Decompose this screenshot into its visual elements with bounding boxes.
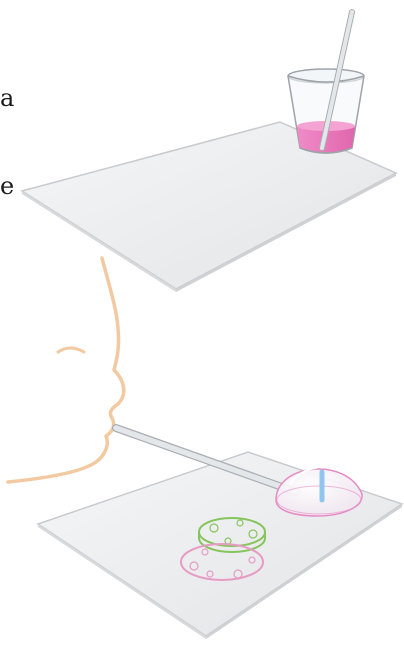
edge-text-top: a [0, 84, 15, 112]
blowing-straw [112, 424, 300, 496]
edge-text-middle: e [0, 172, 15, 200]
bubble-ring-icon [180, 517, 266, 581]
bubble-icon [275, 467, 363, 517]
straw-icon [319, 9, 355, 151]
top-paper-sheet [20, 121, 398, 292]
face-icon [6, 256, 126, 484]
